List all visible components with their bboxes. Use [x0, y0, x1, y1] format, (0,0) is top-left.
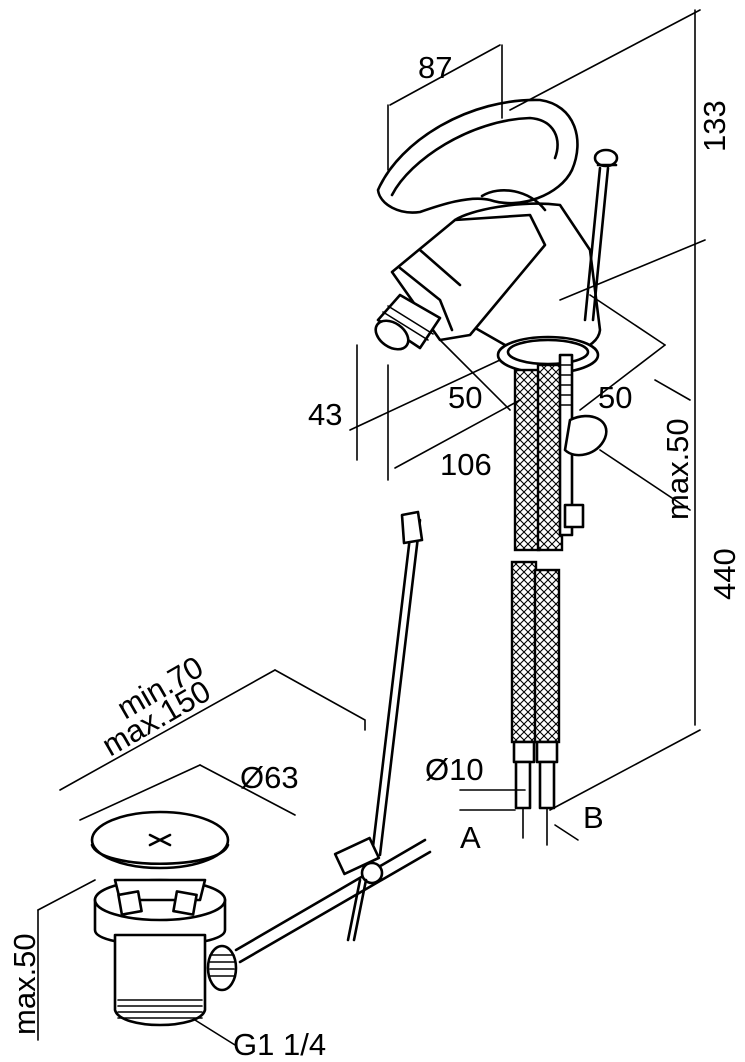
- dim-max50-waste: max.50: [7, 933, 42, 1035]
- dim-440: 440: [707, 548, 742, 600]
- dim-50-right: 50: [598, 380, 632, 415]
- dimension-lines: [37, 9, 706, 1046]
- dim-106: 106: [440, 447, 492, 482]
- dim-43: 43: [308, 397, 342, 432]
- flexible-hoses: [510, 353, 608, 846]
- dim-g114: G1 1/4: [233, 1027, 326, 1062]
- dim-133: 133: [697, 100, 732, 152]
- mixer-body: [374, 98, 619, 375]
- dim-d10: Ø10: [425, 752, 484, 787]
- label-a: A: [460, 820, 481, 855]
- dim-d63: Ø63: [240, 760, 299, 795]
- pop-up-waste: [90, 510, 432, 1027]
- label-b: B: [583, 800, 604, 835]
- dim-50-left: 50: [448, 380, 482, 415]
- dim-max50-tap: max.50: [660, 418, 695, 520]
- dim-87: 87: [418, 50, 452, 85]
